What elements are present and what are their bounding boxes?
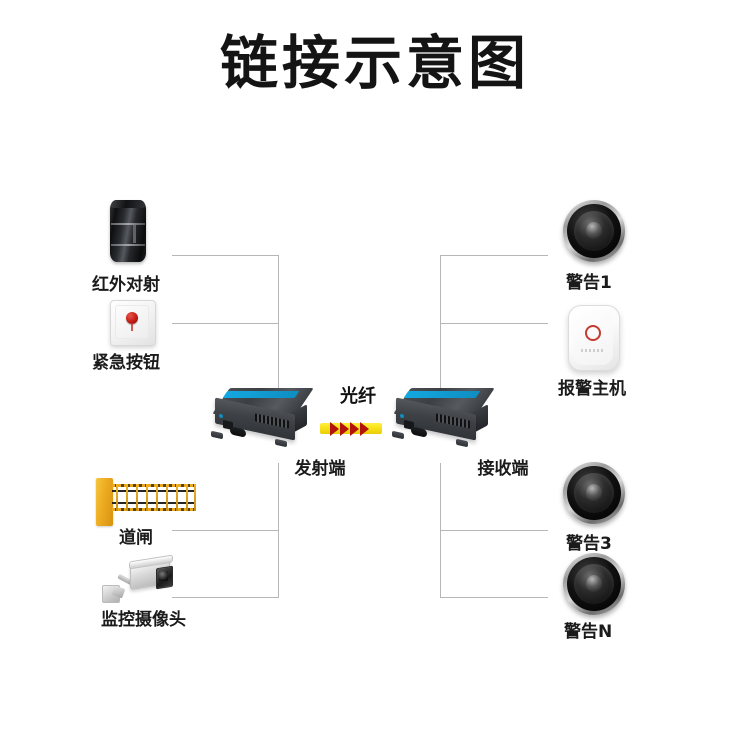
connector-line-alarm1 bbox=[440, 255, 548, 256]
speaker-icon-alarm1 bbox=[563, 200, 625, 262]
connector-line-alarmN bbox=[440, 597, 548, 598]
infrared-beam-detector-icon bbox=[110, 200, 146, 262]
node-label-alarmN: 警告N bbox=[564, 622, 613, 642]
node-label-host: 报警主机 bbox=[558, 379, 626, 399]
node-label-ir-beam: 红外对射 bbox=[92, 275, 160, 295]
fiber-label: 光纤 bbox=[340, 386, 376, 407]
speaker-icon-alarm3 bbox=[563, 462, 625, 524]
page-title: 链接示意图 bbox=[219, 29, 530, 97]
connector-trunk-left-lower bbox=[278, 463, 279, 597]
node-label-panic: 紧急按钮 bbox=[92, 353, 160, 373]
connector-line-ir-beam bbox=[172, 255, 279, 256]
barrier-gate-icon bbox=[96, 478, 200, 528]
connector-line-camera bbox=[172, 597, 279, 598]
node-label-transmitter: 发射端 bbox=[294, 459, 346, 479]
connector-line-host bbox=[440, 323, 548, 324]
surveillance-camera-icon bbox=[100, 554, 180, 605]
emergency-button-icon bbox=[110, 300, 156, 346]
connector-trunk-left-upper bbox=[278, 255, 279, 405]
connector-line-panic bbox=[172, 323, 279, 324]
connector-trunk-right-lower bbox=[440, 463, 441, 597]
alarm-host-icon bbox=[568, 305, 620, 371]
fiber-direction-arrows-icon bbox=[330, 422, 369, 436]
transmitter-device-icon bbox=[211, 388, 314, 448]
connector-line-alarm3 bbox=[440, 530, 548, 531]
node-label-barrier: 道闸 bbox=[119, 528, 153, 548]
connector-trunk-right-upper bbox=[440, 255, 441, 405]
node-label-alarm1: 警告1 bbox=[566, 273, 612, 293]
connector-line-barrier bbox=[172, 530, 279, 531]
node-label-receiver: 接收端 bbox=[477, 459, 529, 479]
node-label-camera: 监控摄像头 bbox=[101, 610, 186, 630]
speaker-icon-alarmN bbox=[563, 553, 625, 615]
receiver-device-icon bbox=[392, 388, 495, 448]
node-label-alarm3: 警告3 bbox=[566, 534, 612, 554]
